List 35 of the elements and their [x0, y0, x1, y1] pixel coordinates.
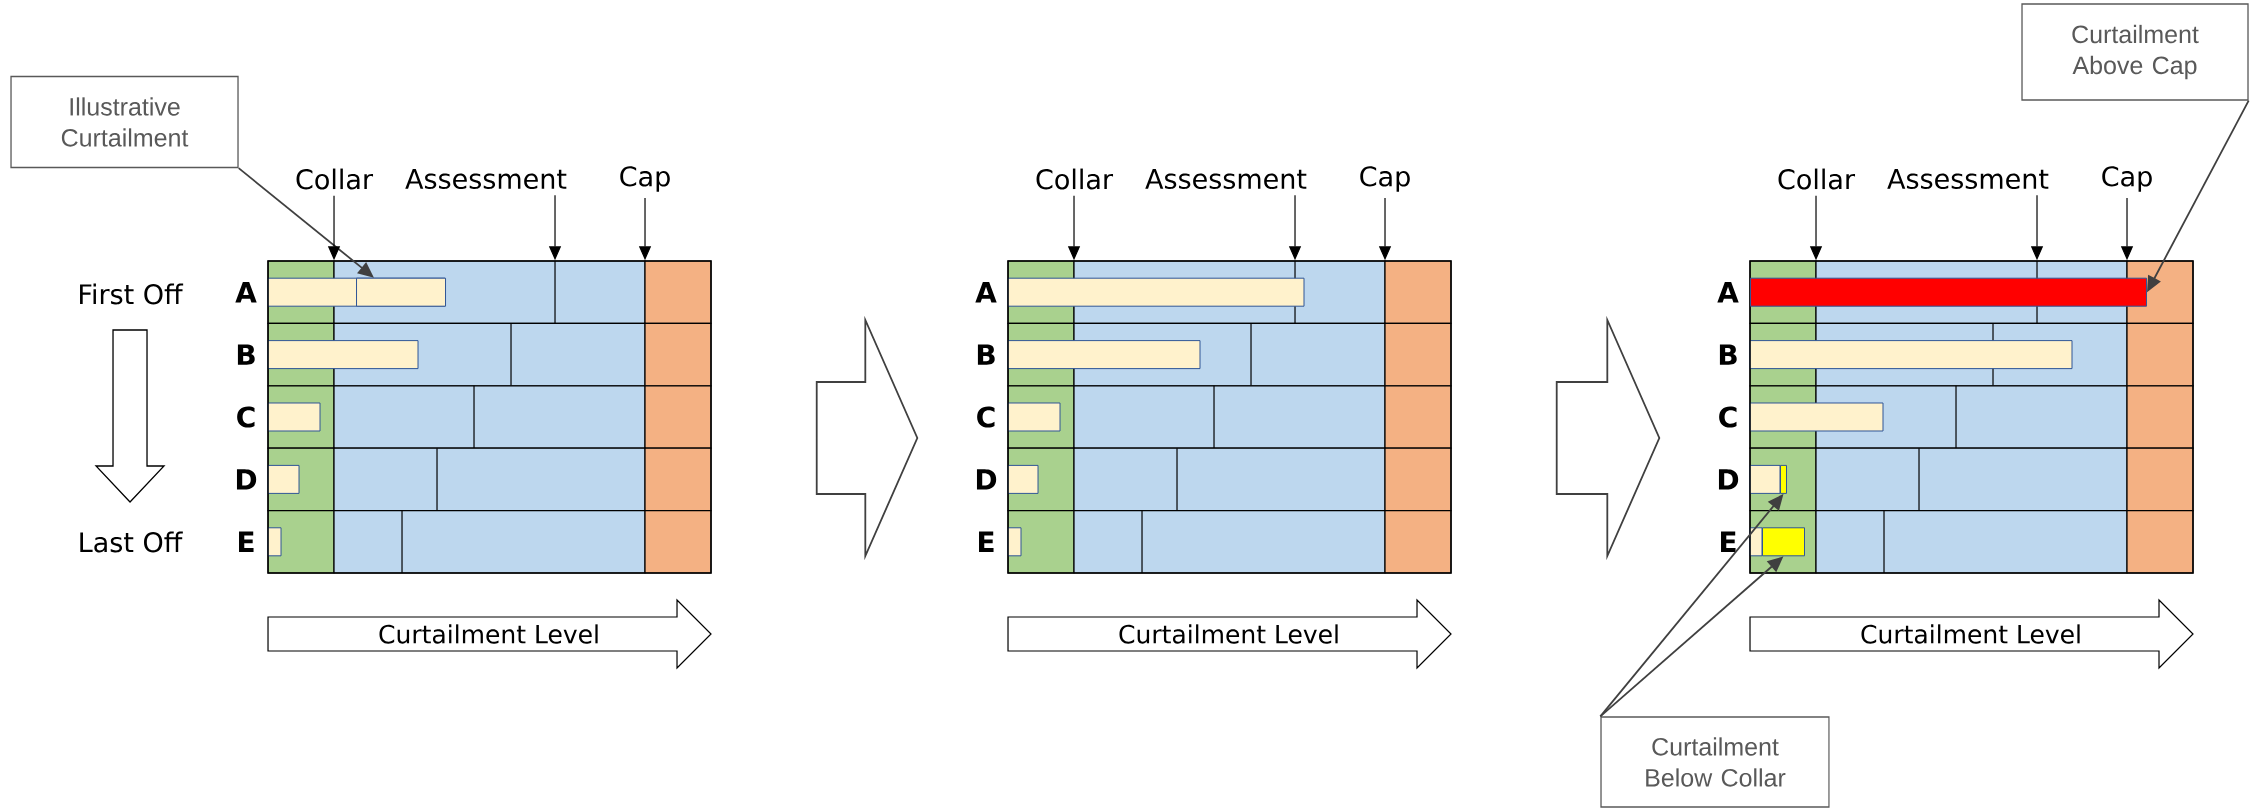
order-label: Last Off: [80, 531, 183, 553]
grid-drawing: [1007, 260, 1452, 574]
row-label: D: [1718, 469, 1739, 490]
row-label: B: [1719, 344, 1737, 365]
row-label: C: [237, 406, 255, 428]
threshold-label: Assessment: [405, 168, 567, 189]
row-label: D: [236, 469, 257, 490]
curtailment-bar: [356, 277, 446, 307]
row-label: E: [239, 531, 254, 552]
callout-box: Curtailment Below Collar: [1600, 716, 1830, 808]
threshold-label: Collar: [1036, 168, 1114, 190]
threshold-label: Cap: [2102, 166, 2152, 192]
threshold-label: Cap: [620, 166, 670, 192]
threshold-label: Assessment: [1887, 168, 2049, 189]
threshold-label: Cap: [1360, 166, 1410, 192]
row-label: C: [1719, 406, 1737, 428]
order-label: First Off: [80, 283, 184, 305]
block-arrow: [1555, 315, 1661, 561]
grid-drawing: [267, 260, 712, 574]
row-label: A: [235, 282, 257, 303]
callout-box: Curtailment Above Cap: [2021, 3, 2249, 101]
row-label: B: [237, 344, 255, 365]
curtailment-bar: [1750, 277, 2147, 307]
curtailment-bar: [1762, 527, 1805, 557]
threshold-label: Collar: [296, 168, 374, 190]
threshold-label: Assessment: [1145, 168, 1307, 189]
row-label: E: [979, 531, 994, 552]
block-arrow: [94, 329, 166, 503]
block-arrow: [815, 315, 919, 561]
grid-drawing: [1749, 260, 2194, 574]
callout-box: Illustrative Curtailment: [10, 75, 239, 169]
threshold-label: Collar: [1778, 168, 1856, 190]
curtailment-bar: [1780, 464, 1787, 494]
row-label: E: [1721, 531, 1736, 552]
leader-line: [237, 167, 374, 278]
